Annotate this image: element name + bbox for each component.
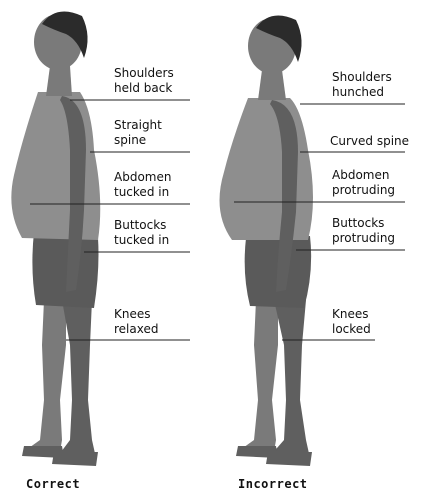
label-abdomen-correct: Abdomen tucked in [114,170,171,200]
label-line: held back [114,81,174,96]
shorts-correct [32,232,98,308]
label-spine-correct: Straight spine [114,118,162,148]
neck-incorrect [258,70,286,100]
legs-correct [26,300,66,452]
label-line: tucked in [114,185,171,200]
top-incorrect [220,98,314,240]
label-line: locked [332,322,371,337]
label-line: hunched [332,85,392,100]
label-shoulders-incorrect: Shoulders hunched [332,70,392,100]
neck-correct [46,66,72,96]
caption-correct: Correct [26,477,80,491]
label-line: Abdomen [114,170,171,185]
label-knees-correct: Knees relaxed [114,307,158,337]
label-shoulders-correct: Shoulders held back [114,66,174,96]
label-line: spine [114,133,162,148]
figure-correct [11,12,100,467]
label-abdomen-incorrect: Abdomen protruding [332,168,395,198]
label-line: Knees [114,307,158,322]
label-line: Buttocks [114,218,169,233]
label-spine-incorrect: Curved spine [330,134,409,149]
label-buttocks-incorrect: Buttocks protruding [332,216,395,246]
label-line: Abdomen [332,168,395,183]
label-line: Knees [332,307,371,322]
label-line: Straight [114,118,162,133]
label-line: tucked in [114,233,169,248]
top-correct [11,92,100,240]
label-line: relaxed [114,322,158,337]
label-line: protruding [332,183,395,198]
label-line: protruding [332,231,395,246]
caption-incorrect: Incorrect [238,477,308,491]
figure-incorrect [220,16,314,467]
label-knees-incorrect: Knees locked [332,307,371,337]
label-line: Shoulders [332,70,392,85]
label-line: Buttocks [332,216,395,231]
label-buttocks-correct: Buttocks tucked in [114,218,169,248]
label-line: Shoulders [114,66,174,81]
label-line: Curved spine [330,134,409,149]
legs-incorrect [240,300,278,452]
